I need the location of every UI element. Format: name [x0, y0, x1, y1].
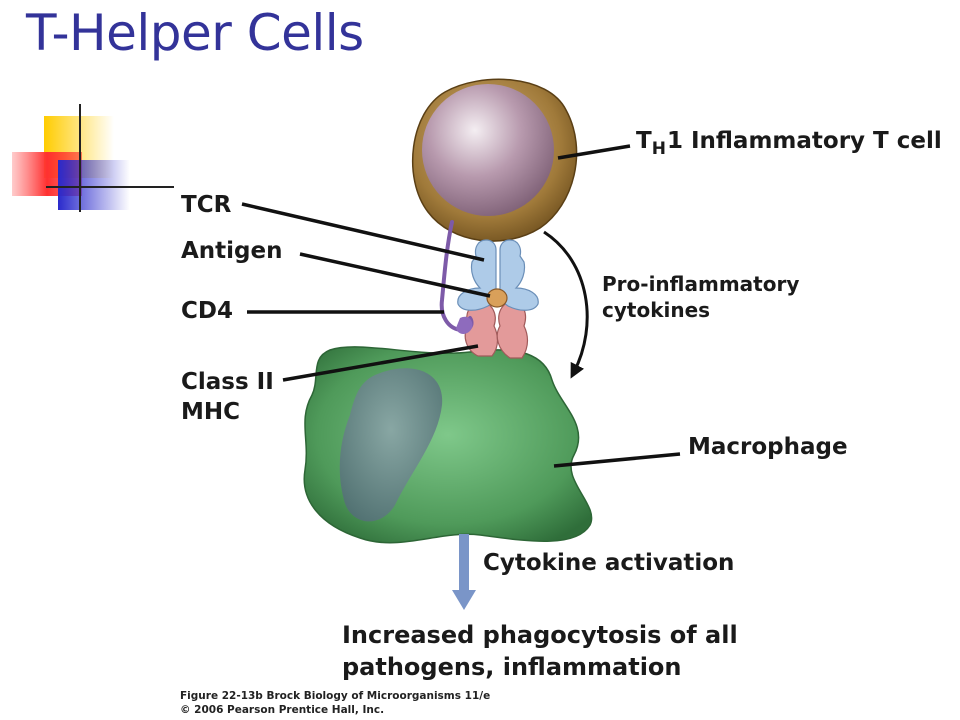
macrophage-cell	[303, 346, 593, 544]
antigen-leader-line	[299, 252, 491, 298]
figure-credit: Figure 22-13b Brock Biology of Microorga…	[180, 690, 491, 716]
th1-leader-line	[557, 144, 631, 160]
slide-title: T-Helper Cells	[26, 4, 364, 62]
outcome-label: Increased phagocytosis of all pathogens,…	[342, 621, 738, 681]
pro-inflammatory-cytokines-label: Pro-inflammatory cytokines	[602, 272, 800, 322]
tcr-leader-line	[241, 202, 485, 262]
class-ii-mhc-label: Class II MHC	[181, 369, 274, 425]
cd4-domain	[456, 316, 473, 334]
th1-label: TH1 Inflammatory T cell	[636, 128, 942, 159]
antigen-peptide	[486, 288, 508, 308]
antigen-label: Antigen	[181, 238, 283, 264]
class-ii-leader-line	[282, 344, 479, 382]
activation-down-arrow	[452, 534, 476, 610]
cytokine-arrow	[543, 230, 589, 379]
class-ii-mhc	[464, 301, 529, 359]
cytokine-activation-label: Cytokine activation	[483, 550, 735, 576]
macrophage-leader-line	[553, 452, 681, 468]
cd4-label: CD4	[181, 298, 233, 324]
macrophage-label: Macrophage	[688, 434, 848, 460]
th1-t-cell	[411, 78, 578, 242]
tcr-label: TCR	[181, 192, 232, 218]
corner-decoration	[12, 104, 174, 212]
